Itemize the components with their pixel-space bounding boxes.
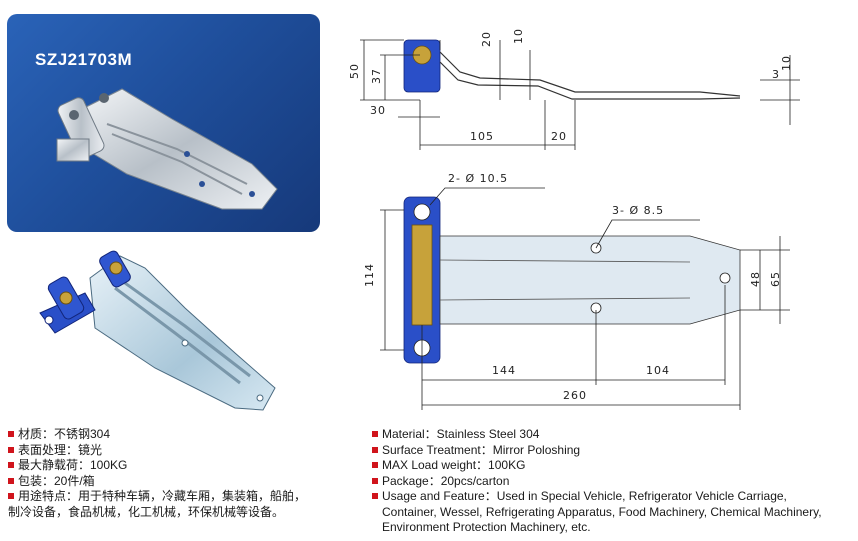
spec-text: Surface Treatment：Mirror Poloshing (382, 442, 581, 457)
spec-text-continued: Container, Wessel, Refrigerating Apparat… (382, 504, 822, 535)
bullet-icon (8, 477, 14, 484)
spec-text: 最大静载荷：100KG (18, 458, 128, 472)
dim-105: 105 (470, 130, 494, 143)
spec-row: 最大静载荷：100KG (8, 458, 358, 474)
dim-20-top: 20 (480, 31, 493, 47)
bullet-icon (372, 493, 378, 499)
spec-row: 材质：不锈钢304 (8, 427, 358, 443)
hinge-3d-render (39, 250, 276, 411)
spec-text: 包装：20件/箱 (18, 473, 95, 488)
dim-20-bottom: 20 (551, 130, 567, 143)
specs-english: Material：Stainless Steel 304 Surface Tre… (372, 427, 854, 536)
spec-row: Package：20pcs/carton (372, 474, 854, 490)
spec-text: 用途特点：用于特种车辆，冷藏车厢，集装箱，船舶， (18, 489, 307, 503)
dim-50: 50 (348, 63, 361, 79)
bullet-icon (8, 493, 14, 499)
dim-114: 114 (363, 263, 376, 287)
dim-144: 144 (492, 364, 516, 377)
spec-row: Material：Stainless Steel 304 (372, 427, 854, 443)
spec-text: 材质：不锈钢304 (18, 427, 111, 441)
spec-text: Package：20pcs/carton (382, 473, 510, 488)
bullet-icon (372, 462, 378, 468)
hole-note-b: 3- Ø 8.5 (612, 204, 664, 217)
dim-65: 65 (769, 271, 782, 287)
model-code: SZJ21703M (35, 50, 133, 69)
dim-10-right: 10 (780, 55, 793, 71)
product-photo: SZJ21703M (7, 14, 320, 232)
bullet-icon (372, 431, 378, 437)
side-view (360, 39, 800, 150)
spec-text: Usage and Feature：Used in Special Vehicl… (382, 489, 787, 503)
spec-text: 表面处理：镜光 (18, 442, 103, 457)
spec-text: MAX Load weight：100KG (382, 458, 526, 472)
bullet-icon (8, 462, 14, 468)
dim-3: 3 (772, 68, 780, 81)
spec-row: 表面处理：镜光 (8, 443, 358, 459)
spec-text-continued: 制冷设备，食品机械，化工机械，环保机械等设备。 (8, 504, 285, 519)
hole-note-a: 2- Ø 10.5 (448, 172, 508, 185)
bullet-icon (372, 477, 378, 484)
bullet-icon (8, 446, 14, 453)
spec-row: Surface Treatment：Mirror Poloshing (372, 443, 854, 459)
dim-30: 30 (370, 104, 386, 117)
dim-10-top: 10 (512, 28, 525, 44)
spec-row: 用途特点：用于特种车辆，冷藏车厢，集装箱，船舶，制冷设备，食品机械，化工机械，环… (8, 489, 358, 520)
top-view (380, 187, 790, 410)
dim-48: 48 (749, 271, 762, 287)
spec-row: Usage and Feature：Used in Special Vehicl… (372, 489, 854, 536)
spec-text: Material：Stainless Steel 304 (382, 427, 540, 441)
bullet-icon (8, 431, 14, 437)
specs-chinese: 材质：不锈钢304 表面处理：镜光 最大静载荷：100KG 包装：20件/箱 用… (8, 427, 358, 520)
spec-row: 包装：20件/箱 (8, 474, 358, 490)
bullet-icon (372, 446, 378, 453)
dim-37: 37 (370, 68, 383, 84)
spec-row: MAX Load weight：100KG (372, 458, 854, 474)
hinge-photo-illustration (56, 88, 278, 210)
dim-104: 104 (646, 364, 670, 377)
dim-260: 260 (563, 389, 587, 402)
